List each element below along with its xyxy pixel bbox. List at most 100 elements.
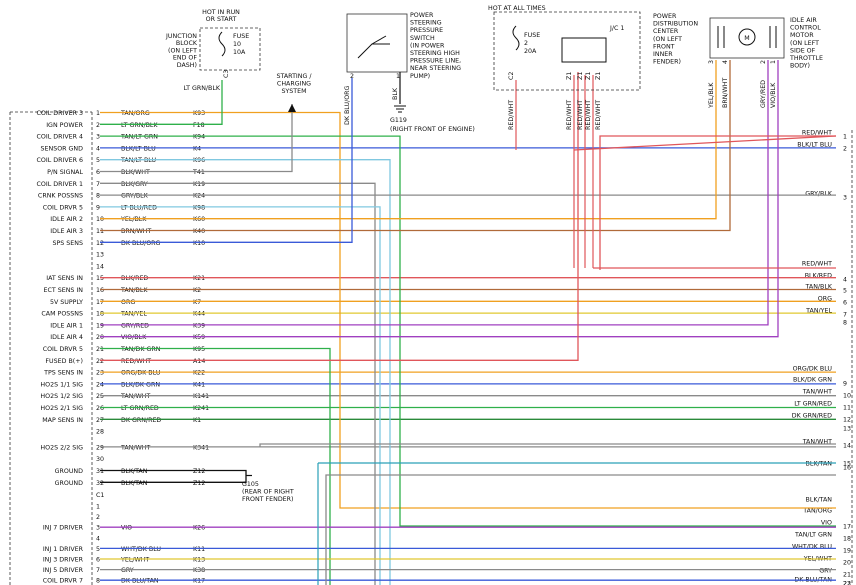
- g119-label: G119: [390, 117, 407, 124]
- iac-label-2: MOTOR: [790, 32, 814, 39]
- circuit-2: F18: [193, 122, 205, 129]
- right-label-0: RED/WHT: [802, 130, 832, 137]
- circuit-12: K10: [193, 240, 205, 247]
- pdc-pin-0: C2: [508, 72, 515, 80]
- pin-number-9: 9: [96, 204, 100, 211]
- circuit-6: T41: [192, 169, 205, 176]
- junction-block-label-1: BLOCK: [176, 40, 198, 47]
- pin-name-24: HO2S 1/1 SIG: [40, 381, 83, 388]
- pin-number-17: 17: [96, 299, 104, 306]
- right-pin-4: 4: [843, 277, 847, 284]
- pss-label-6: PRESSURE LINE,: [410, 58, 461, 65]
- wire-color-24: BLK/DK GRN: [121, 381, 160, 388]
- pin-name-20: IDLE AIR 4: [50, 334, 83, 341]
- right-label-7: TAN/YEL: [805, 308, 832, 315]
- pin-number-8: 8: [96, 193, 100, 200]
- wire-red-wht-fused: [100, 72, 579, 361]
- c1-pin-name-7: INJ 5 DRIVER: [43, 567, 84, 574]
- pin-name-6: P/N SIGNAL: [47, 169, 83, 176]
- circuit-3: K94: [193, 134, 205, 141]
- pin-number-25: 25: [96, 393, 104, 400]
- pdc-label-6: FENDER): [653, 59, 681, 66]
- pin-number-16: 16: [96, 287, 104, 294]
- right-pin-25: 22: [843, 581, 851, 585]
- pin-number-28: 28: [96, 429, 104, 436]
- pin-number-26: 26: [96, 405, 104, 412]
- pin-number-2: 2: [96, 122, 100, 129]
- wire-tan-dkgrn: [100, 347, 331, 585]
- pin-name-25: HO2S 1/2 SIG: [40, 393, 83, 400]
- right-pin-2: 3: [843, 195, 847, 202]
- iac-label-5: THROTTLE: [789, 55, 823, 62]
- c3-label: C3: [223, 70, 230, 78]
- circuit-7: K19: [193, 181, 205, 188]
- wire-color-23: ORG/DK BLU: [121, 370, 161, 377]
- iac-wire-1: BRN/WHT: [722, 78, 729, 108]
- right-pin-14: 13: [843, 426, 851, 433]
- pin-name-9: COIL DRVR 5: [43, 204, 83, 211]
- pdc-label-3: (ON LEFT: [653, 36, 682, 43]
- starting-system-label-0: STARTING /: [277, 73, 313, 80]
- starting-system-label-1: CHARGING: [277, 81, 311, 88]
- pin-number-20: 20: [96, 334, 104, 341]
- pin-name-8: CRNK POSSNS: [38, 193, 83, 200]
- wire-color-6: BLK/WHT: [121, 169, 150, 176]
- wire-color-4: BLK/LT BLU: [121, 145, 156, 152]
- right-pin-10: 9: [843, 381, 847, 388]
- g105-label-0: G105: [242, 481, 259, 488]
- wire-color-25: TAN/WHT: [120, 393, 150, 400]
- c1-circuit-8: K17: [193, 578, 205, 585]
- pss-pin-1: 1: [396, 73, 400, 80]
- pin-name-4: SENSOR GND: [41, 145, 84, 152]
- wire-color-21: TAN/DK GRN: [120, 346, 161, 353]
- wire-color-12: DK BLU/ORG: [121, 240, 161, 247]
- right-pin-1: 2: [843, 146, 847, 153]
- right-label-3: RED/WHT: [802, 261, 832, 268]
- pin-number-18: 18: [96, 311, 104, 318]
- wire-color-16: TAN/BLK: [120, 287, 148, 294]
- right-label-12: LT GRN/RED: [794, 401, 832, 408]
- pin-name-2: IGN POWER: [46, 122, 83, 129]
- pin-number-19: 19: [96, 322, 104, 329]
- pin-number-12: 12: [96, 240, 104, 247]
- circuit-19: K39: [193, 322, 205, 329]
- right-pin-23: 20: [843, 560, 851, 567]
- pdc-box: [493, 11, 641, 91]
- circuit-1: K93: [193, 110, 205, 117]
- pss-switch-symbol: [357, 35, 390, 59]
- c1-wire-color-6: YEL/WHT: [120, 557, 149, 564]
- wire-gry-red: [100, 60, 769, 326]
- wire-color-26: LT GRN/RED: [121, 405, 159, 412]
- right-label-13: DK GRN/RED: [792, 413, 832, 420]
- wire-tan-wht-ho2s: [259, 443, 836, 447]
- wire-color-20: VIO/BLK: [121, 334, 147, 341]
- right-pin-11: 10: [843, 393, 851, 400]
- wire-color-2: LT GRN/BLK: [121, 122, 158, 129]
- right-pin-22: 19: [843, 548, 851, 555]
- pin-name-10: IDLE AIR 2: [50, 216, 83, 223]
- pin-name-19: IDLE AIR 1: [50, 322, 83, 329]
- wire-color-5: TAN/LT BLU: [120, 157, 156, 164]
- circuit-11: K40: [193, 228, 205, 235]
- pdc-pin-3: Z1: [585, 72, 592, 80]
- pin-name-32: GROUND: [55, 480, 84, 487]
- g105-label-2: FRONT FENDER): [242, 496, 293, 503]
- right-pin-5: 5: [843, 288, 847, 295]
- junction-block-label-4: DASH): [177, 62, 197, 69]
- pin-name-16: ECT SENS IN: [44, 287, 84, 294]
- pss-label-2: PRESSURE: [410, 27, 443, 34]
- right-label-19: TAN/ORG: [802, 508, 832, 515]
- circuit-22: A14: [193, 358, 205, 365]
- wire-vio-blk: [100, 60, 779, 338]
- pss-label-3: SWITCH: [410, 35, 435, 42]
- circuit-10: K60: [193, 216, 205, 223]
- wire-tan-org: [100, 111, 836, 509]
- c1-circuit-5: K11: [193, 546, 205, 553]
- iac-pin-1: 4: [722, 60, 729, 64]
- c1-pin-number-4: 4: [96, 535, 100, 542]
- wire-yel-blk: [100, 60, 717, 220]
- wire-tan-ltblu: [100, 159, 391, 585]
- right-pin-21: 18: [843, 536, 851, 543]
- c1-header: C1: [96, 492, 104, 499]
- c1-pin-number-5: 5: [96, 546, 100, 553]
